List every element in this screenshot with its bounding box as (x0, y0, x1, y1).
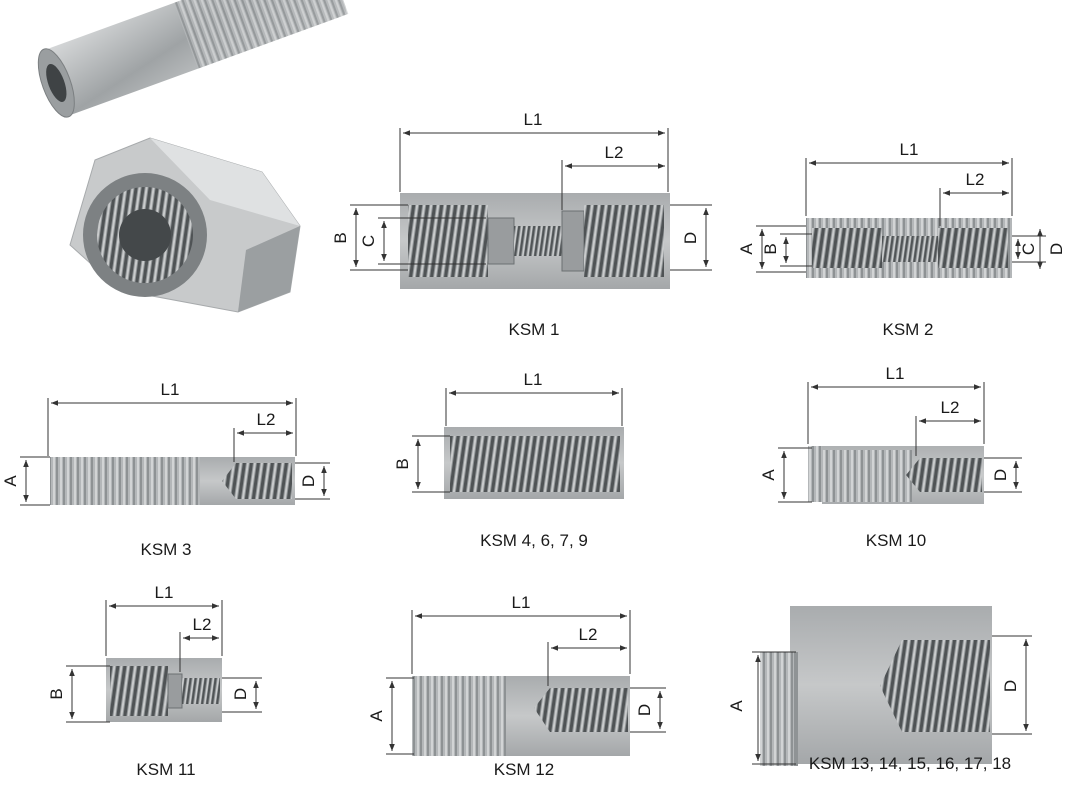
diagram-ksm3: L1 L2 A D (1, 380, 330, 506)
ksm10-d-label: D (991, 469, 1010, 481)
caption-ksm11: KSM 11 (136, 760, 196, 779)
diagram-ksm12: L1 L2 A D (367, 593, 666, 756)
ksm1-b-label: B (331, 232, 350, 243)
ksm12-l1-label: L1 (512, 593, 531, 612)
ksm3-a-label: A (1, 475, 20, 487)
caption-ksm3: KSM 3 (140, 540, 192, 559)
ksm3-l1-label: L1 (161, 380, 180, 399)
ksm3-d-label: D (299, 475, 318, 487)
ksm2-d-label: D (1047, 243, 1066, 255)
ksm10-l1-label: L1 (886, 364, 905, 383)
ksm11-l2-label: L2 (193, 615, 212, 634)
ksm2-l1-label: L1 (900, 140, 919, 159)
ksm12-l2-label: L2 (579, 625, 598, 644)
diagram-ksm10: L1 L2 A D (759, 364, 1022, 504)
ksm1-c-label: C (359, 235, 378, 247)
ksm11-l1-label: L1 (155, 583, 174, 602)
product-photo (37, 0, 349, 313)
ksm2-a-label: A (737, 243, 756, 255)
diagram-ksm1: L1 L2 B C D (331, 110, 712, 289)
ksm12-a-label: A (367, 710, 386, 722)
caption-ksm12: KSM 12 (493, 760, 555, 779)
ksm1-d-label: D (681, 232, 700, 244)
ksm2-b-label: B (761, 243, 780, 254)
ksm1-l1-label: L1 (524, 110, 543, 129)
ksm11-d-label: D (231, 688, 250, 700)
ksm10-a-label: A (759, 469, 778, 481)
ksm13-a-label: A (727, 700, 746, 712)
ksm1-l2-label: L2 (605, 143, 624, 162)
ksm11-b-label: B (47, 688, 66, 699)
ksm2-c-label: C (1019, 243, 1038, 255)
diagram-ksm4: L1 B (393, 370, 624, 499)
caption-ksm4: KSM 4, 6, 7, 9 (480, 531, 588, 550)
diagram-ksm13: A D (727, 606, 1032, 766)
caption-ksm10: KSM 10 (865, 531, 927, 550)
ksm13-d-label: D (1001, 680, 1020, 692)
caption-ksm1: KSM 1 (508, 320, 560, 339)
ksm4-b-label: B (393, 458, 412, 469)
diagram-ksm2: L1 L2 A B C D (737, 140, 1066, 278)
ksm10-l2-label: L2 (941, 398, 960, 417)
caption-ksm13: KSM 13, 14, 15, 16, 17, 18 (808, 754, 1012, 773)
ksm4-l1-label: L1 (524, 370, 543, 389)
caption-ksm2: KSM 2 (882, 320, 934, 339)
ksm3-l2-label: L2 (257, 410, 276, 429)
diagram-ksm11: L1 L2 B D (47, 583, 262, 723)
ksm2-l2-label: L2 (966, 170, 985, 189)
ksm12-d-label: D (635, 704, 654, 716)
